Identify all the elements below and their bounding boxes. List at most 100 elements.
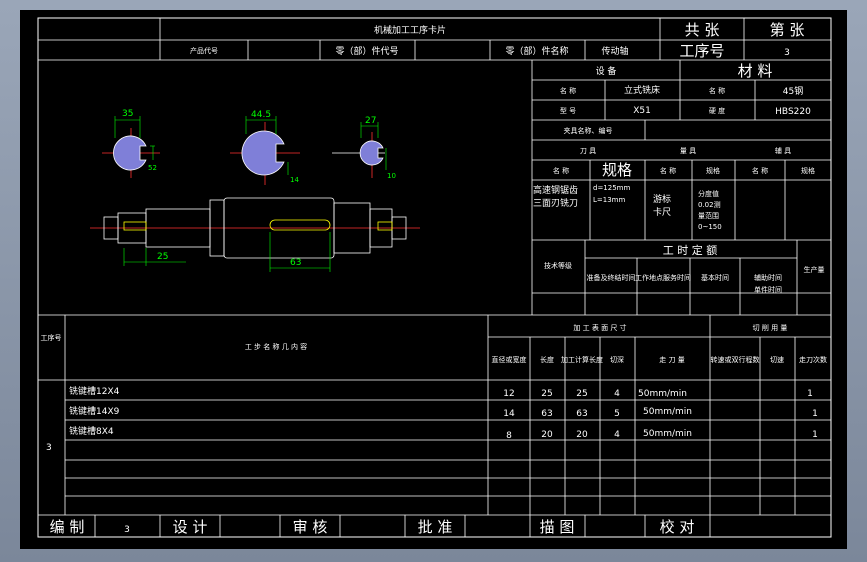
feed-header: 走 刀 量	[659, 356, 684, 364]
op-length: 20	[541, 430, 553, 440]
width-header: 直径或宽度	[492, 355, 527, 364]
part-name-value: 传动轴	[601, 45, 628, 57]
table-row: 铣键槽12X4 12 25 25 4 50mm/min 1	[69, 385, 813, 399]
total-sheets: 共 张	[685, 21, 720, 39]
op-feed: 50mm/min	[638, 389, 687, 399]
product-code-label: 产品代号	[190, 46, 218, 55]
op-passes: 1	[812, 430, 818, 440]
part-code-label: 零（部）件代号	[335, 45, 398, 57]
surface-dims-header: 加 工 表 面 尺 寸	[573, 323, 626, 332]
length-header: 长度	[540, 355, 554, 364]
gauge-spec-line-1: 分度值	[698, 189, 719, 198]
material-name-value: 45钢	[783, 85, 803, 97]
card-title: 机械加工工序卡片	[374, 24, 446, 36]
dim-section1-depth: 52	[148, 164, 157, 172]
gauge-name-line-1: 游标	[653, 193, 671, 205]
material-hardness-value: HBS220	[775, 107, 811, 117]
approve-label: 批 准	[418, 518, 453, 536]
depth-header: 切深	[610, 355, 624, 364]
prep-time-label: 准备及终结时间	[587, 273, 636, 282]
design-label: 设 计	[173, 518, 208, 536]
cross-section-2: 44.5 14	[230, 110, 300, 185]
cut-params-header: 切 削 用 量	[753, 323, 788, 332]
output-label: 生产量	[804, 265, 825, 274]
equipment-model-label: 型 号	[560, 106, 576, 115]
material-hardness-label: 硬 度	[709, 106, 725, 115]
cutter-name-line-1: 高速钢锯齿	[533, 184, 578, 196]
setup-time-label: 工作地点服务时间	[635, 273, 691, 282]
cutter-spec-line-2: L=13mm	[593, 196, 625, 204]
table-row: 铣键槽14X9 14 63 63 5 50mm/min 1	[69, 405, 818, 419]
op-feed: 50mm/min	[643, 429, 692, 439]
dim-keyway1-length: 25	[157, 252, 168, 262]
process-number-label: 工序号	[679, 42, 724, 60]
equipment-name-label: 名 称	[560, 86, 576, 95]
gauge-spec-line-2: 0.02测	[698, 201, 721, 209]
equipment-section-label: 设 备	[596, 65, 617, 77]
basic-time-label: 基本时间	[701, 273, 729, 282]
dim-section3-depth: 10	[387, 172, 396, 180]
cutter-spec-line-1: d=125mm	[593, 184, 630, 192]
op-passes: 1	[807, 389, 813, 399]
gauge-name-label: 名 称	[660, 166, 676, 175]
gauge-spec-line-3: 量范围	[698, 211, 719, 220]
sheet-number: 第 张	[770, 21, 805, 39]
gauge-label: 量 具	[680, 147, 696, 155]
shaft-drawing: 35 52 44.5 14 27 10	[90, 109, 420, 272]
fixture-label: 夹具名称、编号	[564, 126, 613, 135]
cutter-spec-label: 规格	[602, 161, 632, 179]
op-width: 12	[503, 389, 514, 399]
op-content: 铣键槽14X9	[69, 405, 120, 417]
gauge-spec-label: 规格	[706, 166, 720, 175]
ops-step-number: 3	[46, 443, 52, 453]
op-width: 8	[506, 431, 512, 441]
process-number-value: 3	[784, 48, 790, 58]
op-depth: 5	[614, 409, 620, 419]
gauge-spec-line-4: 0~150	[698, 223, 722, 231]
cutter-name-line-2: 三面刃铣刀	[533, 197, 578, 209]
unit-time-label: 单件时间	[754, 285, 782, 294]
op-length: 63	[541, 409, 552, 419]
op-depth: 4	[614, 389, 620, 399]
process-card-sheet: 机械加工工序卡片 共 张 第 张 产品代号 零（部）件代号 零（部）件名称 传动…	[20, 10, 847, 549]
aux-spec-label: 规格	[801, 166, 815, 175]
cross-section-1: 35 52	[102, 109, 160, 178]
content-header: 工 步 名 称 几 内 容	[245, 342, 307, 351]
cutter-name-label: 名 称	[553, 166, 569, 175]
cutter-label: 刀 具	[580, 147, 596, 155]
op-content: 铣键槽12X4	[69, 385, 120, 397]
op-calc-length: 63	[576, 409, 587, 419]
process-card-svg: 机械加工工序卡片 共 张 第 张 产品代号 零（部）件代号 零（部）件名称 传动…	[37, 17, 832, 538]
op-content: 铣键槽8X4	[69, 425, 114, 437]
equipment-model-value: X51	[633, 106, 651, 116]
calc-length-header: 加工计算长度	[561, 355, 603, 364]
equipment-name-value: 立式铣床	[624, 84, 660, 96]
tech-grade-label: 技术等级	[544, 261, 572, 270]
review-label: 审 核	[293, 518, 328, 536]
table-row: 铣键槽8X4 8 20 20 4 50mm/min 1	[69, 425, 818, 441]
material-section-label: 材 料	[738, 62, 773, 80]
op-length: 25	[541, 389, 552, 399]
part-name-label: 零（部）件名称	[505, 45, 568, 57]
aux-label: 辅 具	[775, 146, 791, 155]
op-calc-length: 25	[576, 389, 587, 399]
material-name-label: 名 称	[709, 86, 725, 95]
cross-section-3: 27 10	[332, 116, 396, 180]
dim-section2-depth: 14	[290, 176, 299, 184]
step-number-header: 工序号	[41, 333, 62, 342]
speed-header: 转速或双行程数	[711, 355, 760, 364]
time-quota-title: 工 时 定 额	[663, 243, 718, 257]
aux-time-label: 辅助时间	[754, 273, 782, 282]
shaft-dimensions	[123, 232, 331, 272]
op-width: 14	[503, 409, 515, 419]
op-depth: 4	[614, 430, 620, 440]
gauge-name-line-2: 卡尺	[653, 206, 671, 218]
passes-header: 走刀次数	[799, 355, 827, 364]
dim-section2-width: 44.5	[251, 110, 271, 120]
op-feed: 50mm/min	[643, 407, 692, 417]
check-label: 校 对	[660, 518, 695, 536]
dim-keyway2-length: 63	[290, 258, 301, 268]
draw-label: 描 图	[540, 518, 575, 536]
shaft-front-view	[90, 197, 420, 259]
